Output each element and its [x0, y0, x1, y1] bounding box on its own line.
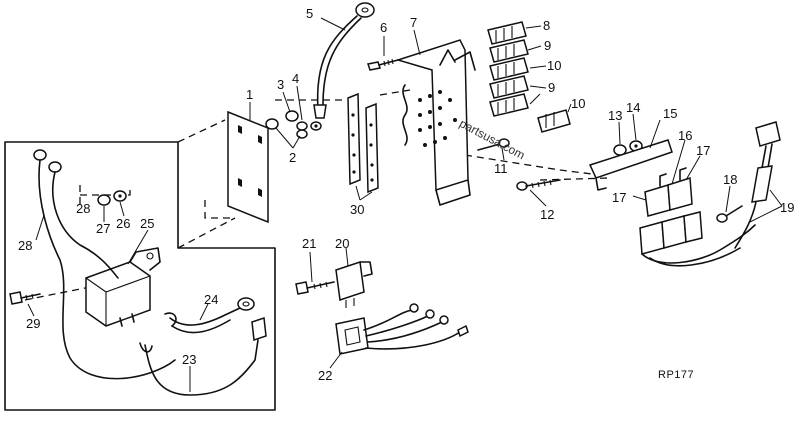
- bolt-29: [9, 291, 41, 305]
- screw-11: [477, 138, 510, 151]
- figure-reference: RP177: [658, 369, 694, 381]
- callout-17-upper: 17: [696, 143, 710, 158]
- callout-25: 25: [140, 216, 154, 231]
- callout-2: 2: [289, 150, 296, 165]
- callout-4: 4: [292, 71, 299, 86]
- relay-25: [85, 247, 161, 327]
- callout-17-lower: 17: [612, 190, 626, 205]
- ground-strap: [313, 2, 375, 119]
- callout-10-upper: 10: [547, 58, 561, 73]
- callout-5: 5: [306, 6, 313, 21]
- cables-28: [33, 149, 176, 380]
- callout-1: 1: [246, 87, 253, 102]
- callout-22: 22: [318, 368, 332, 383]
- callout-20: 20: [335, 236, 349, 251]
- bracket-strips: [347, 92, 379, 194]
- cable-24: [164, 297, 255, 334]
- callout-13: 13: [608, 108, 622, 123]
- callout-12: 12: [540, 207, 554, 222]
- callout-9-lower: 9: [548, 80, 555, 95]
- loose-fuse: [537, 109, 571, 133]
- callout-labels: 1 2 3 4 5 6 7 8 9 10 9 10 11 12 13 14 15…: [18, 6, 794, 383]
- callout-7: 7: [410, 15, 417, 30]
- callout-29: 29: [26, 316, 40, 331]
- bolt-upper: [367, 58, 399, 71]
- screw-18: [716, 205, 743, 223]
- panel-bracket: [395, 39, 476, 206]
- relays-16-17: [639, 167, 756, 267]
- callout-28-left: 28: [18, 238, 32, 253]
- cable-23: [139, 316, 267, 396]
- fuse-stack: [487, 21, 529, 117]
- callout-21: 21: [302, 236, 316, 251]
- callout-19: 19: [780, 200, 794, 215]
- connector-harness: [734, 121, 781, 249]
- nuts-washers-upper: [265, 110, 322, 139]
- socket-harness: [335, 303, 469, 355]
- callout-18: 18: [723, 172, 737, 187]
- bar-bracket: [588, 139, 673, 191]
- callout-15: 15: [663, 106, 677, 121]
- callout-6: 6: [380, 20, 387, 35]
- callout-14: 14: [626, 100, 640, 115]
- callout-26: 26: [116, 216, 130, 231]
- leader-lines: [27, 17, 783, 392]
- callout-24: 24: [204, 292, 218, 307]
- callout-11: 11: [494, 161, 508, 176]
- nuts-26-27: [97, 190, 127, 206]
- callout-16: 16: [678, 128, 692, 143]
- callout-9-upper: 9: [544, 38, 551, 53]
- callout-3: 3: [277, 77, 284, 92]
- callout-23: 23: [182, 352, 196, 367]
- callout-8: 8: [543, 18, 550, 33]
- assembly-lines: [24, 89, 611, 301]
- mounting-plate: [227, 110, 269, 224]
- callout-28-inline: 28: [76, 201, 90, 216]
- callout-30: 30: [350, 202, 364, 217]
- bolt-21: [295, 281, 335, 295]
- callout-10-lower: 10: [571, 96, 585, 111]
- bolt-12: [516, 179, 561, 191]
- callout-27: 27: [96, 221, 110, 236]
- relay-20: [335, 261, 373, 308]
